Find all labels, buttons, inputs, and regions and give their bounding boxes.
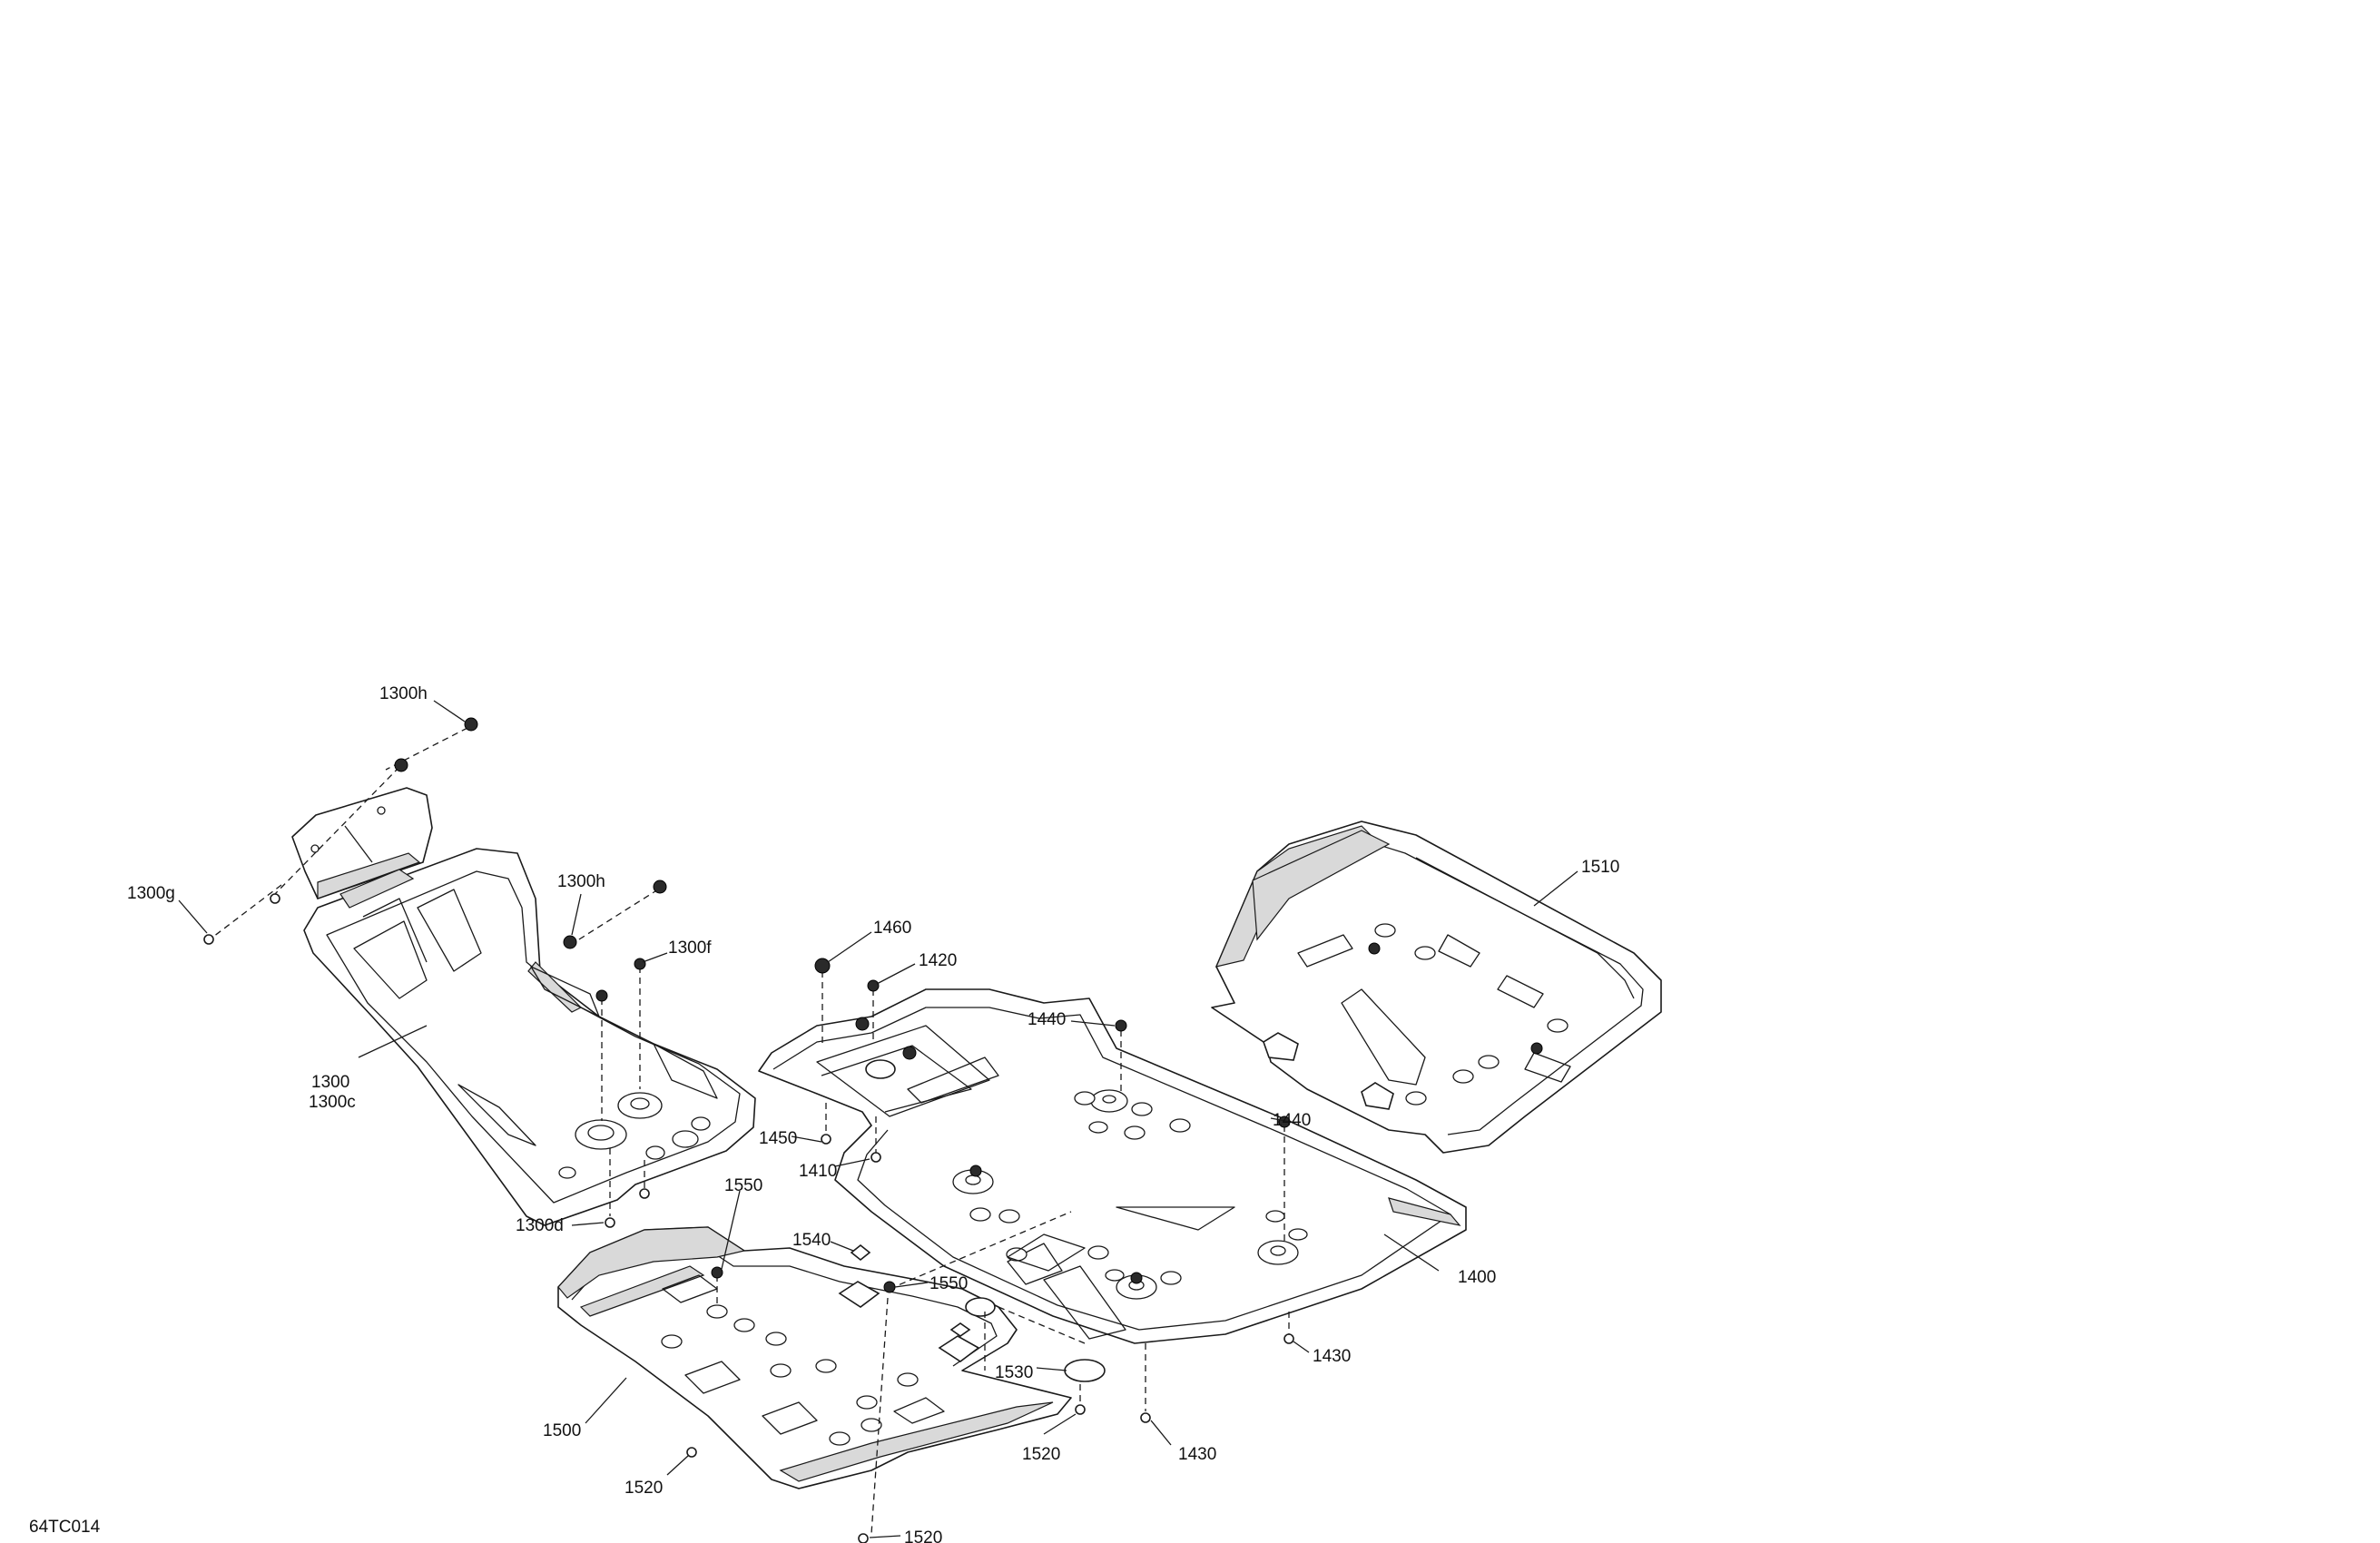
figure-code: 64TC014 [29,1518,101,1537]
lower-skid-plate-1500 [557,1226,1072,1489]
callout-1300h-lower: 1300h [557,872,605,891]
callout-1300f: 1300f [668,939,712,958]
callout-1500: 1500 [543,1421,581,1440]
callout-1540: 1540 [792,1231,831,1250]
callout-1300c: 1300c [309,1093,356,1112]
callout-1300h-upper: 1300h [379,684,428,703]
callout-1300g: 1300g [127,884,175,903]
callout-1300: 1300 [311,1073,349,1092]
rear-skid-plate-1510 [1211,821,1662,1154]
callout-1460: 1460 [873,919,911,938]
callout-1440-lower: 1440 [1273,1111,1311,1130]
callout-1420: 1420 [919,951,957,970]
callout-1440-upper: 1440 [1028,1010,1066,1029]
callout-1430-right: 1430 [1313,1347,1351,1366]
central-skid-plate-1400 [758,988,1467,1344]
callout-1430-lower: 1430 [1178,1445,1216,1464]
front-skid-plate-1300 [291,787,756,1226]
callout-1520-left: 1520 [625,1479,663,1498]
callout-1550-upper: 1550 [724,1176,762,1195]
callout-1400: 1400 [1458,1268,1496,1287]
callout-1510: 1510 [1581,858,1619,877]
fasteners [203,717,1543,1543]
callout-1450: 1450 [759,1129,797,1148]
callout-1550-lower: 1550 [929,1274,968,1293]
callout-1410: 1410 [799,1162,837,1181]
callout-labels: 1300h 1300g 1300h 1300f 1300 1300c 1300d… [29,684,1619,1543]
callout-1300d: 1300d [516,1216,564,1235]
callout-1530: 1530 [995,1363,1033,1382]
leader-lines [178,700,1578,1538]
callout-1520-bottom: 1520 [904,1528,942,1543]
callout-1520-center: 1520 [1022,1445,1060,1464]
